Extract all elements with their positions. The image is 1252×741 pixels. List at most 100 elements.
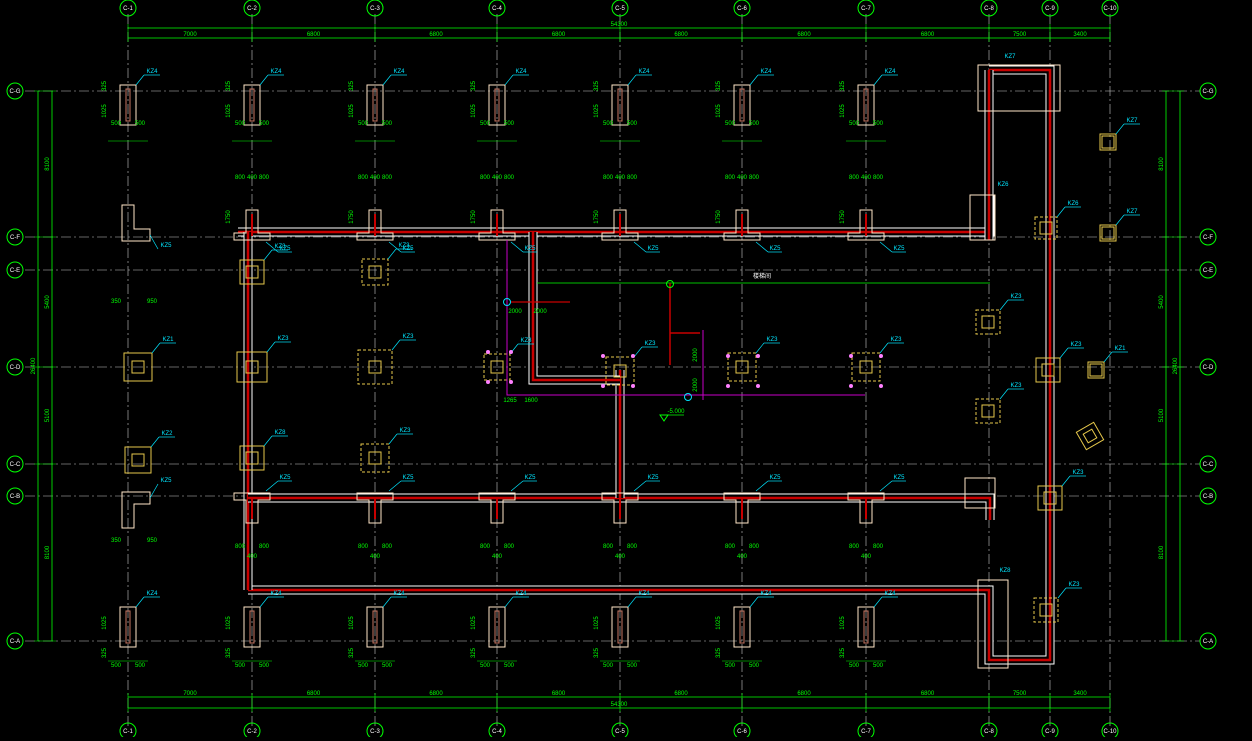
column-rebar [494, 88, 500, 122]
column-t-outline [356, 492, 394, 524]
grid-bubble-label: C-D [1203, 365, 1214, 371]
column-label-kz4: KZ4 [146, 69, 158, 75]
dimension-text: 500 [382, 121, 393, 127]
dimension-text: 5400 [45, 295, 51, 309]
dimension-text: 500 [725, 663, 736, 669]
grid-bubble-row [6, 487, 24, 505]
dimension-text: 500 [259, 121, 270, 127]
footing-outline [605, 356, 635, 386]
label-leader [1061, 475, 1071, 487]
column-label-kz8: KZ8 [274, 430, 286, 436]
dimension-text: 800 [603, 544, 614, 550]
pile-marker [849, 384, 853, 388]
column-rebar [863, 88, 869, 122]
dimension-text: 1750 [716, 210, 722, 224]
label-leader [149, 483, 159, 499]
dimension-text: 1025 [226, 616, 232, 630]
column-label-kz3: KZ3 [398, 243, 410, 249]
footing-column [131, 360, 145, 374]
dimension-text: 1025 [349, 616, 355, 630]
label-leader [873, 74, 883, 86]
column-rebar [494, 610, 500, 644]
label-leader [627, 596, 637, 608]
column-label-kz3: KZ3 [1072, 470, 1084, 476]
footing-column [368, 451, 382, 465]
footing-column [1101, 135, 1115, 149]
dimension-text: 1025 [840, 104, 846, 118]
footing-outline [124, 446, 152, 474]
dimension-text: 400 [737, 554, 748, 560]
column-label-kz4: KZ4 [638, 591, 650, 597]
label-leader [510, 241, 524, 253]
grid-bubble-row [6, 228, 24, 246]
label-leader [1059, 347, 1069, 359]
dimension-text: 400 [861, 175, 872, 181]
dimension-text: 6800 [429, 691, 443, 697]
column-rebar [372, 88, 378, 122]
grid-bubble-column [733, 0, 751, 17]
column-label-kz1: KZ1 [1114, 346, 1126, 352]
grid-bubble-column [366, 0, 384, 17]
dimension-text: 2000 [693, 348, 699, 362]
dimension-text: 6800 [552, 691, 566, 697]
dimension-text: 800 [358, 175, 369, 181]
pile-marker [601, 354, 605, 358]
column-t-outline [723, 492, 761, 524]
dimension-text: 500 [749, 121, 760, 127]
dimension-text: 1025 [349, 104, 355, 118]
dimension-text: 500 [382, 663, 393, 669]
dimension-text: 800 [235, 544, 246, 550]
column-label-kz4: KZ4 [515, 69, 527, 75]
marker-circle [684, 393, 692, 401]
label-leader [633, 346, 643, 358]
grid-bubble-row [6, 455, 24, 473]
dimension-text: 500 [135, 663, 146, 669]
column-label-kz3: KZ3 [1010, 294, 1022, 300]
dimension-text: 8100 [45, 545, 51, 559]
column-label-kz7: KZ7 [1004, 54, 1016, 60]
label-leader [755, 480, 769, 492]
column-corner-outline [977, 579, 1009, 669]
dimension-text: 500 [111, 663, 122, 669]
dimension-text: 5100 [45, 408, 51, 422]
label-leader [755, 342, 765, 354]
dimension-text: 8100 [45, 157, 51, 171]
dimension-text: 500 [235, 121, 246, 127]
dimension-text: 800 [849, 175, 860, 181]
dimension-text: 6800 [307, 32, 321, 38]
grid-bubble-row [6, 358, 24, 376]
footing-outline [239, 259, 265, 285]
label-leader [382, 596, 392, 608]
column-rebar [249, 610, 255, 644]
dimension-text: 500 [504, 121, 515, 127]
dimension-text: 8100 [1159, 157, 1165, 171]
column-rebar [249, 88, 255, 122]
column-t-outline [233, 209, 271, 241]
grid-bubble-label: C-B [1203, 494, 1213, 500]
column-t-outline [847, 209, 885, 241]
dimension-text: 6800 [797, 691, 811, 697]
dimension-text: 2000 [533, 309, 547, 315]
footing-column [1041, 363, 1055, 377]
label-leader [150, 436, 160, 448]
beam-core-gap [529, 232, 620, 384]
label-leader [135, 74, 145, 86]
dimension-text: 800 [873, 544, 884, 550]
dimension-text: 500 [603, 663, 614, 669]
grid-bubble-column [488, 0, 506, 17]
footing-column [245, 265, 259, 279]
dimension-text: 500 [259, 663, 270, 669]
dimension-text: 6800 [429, 32, 443, 38]
column-label-kz3: KZ3 [1070, 342, 1082, 348]
column-label-kz5: KZ5 [647, 475, 659, 481]
dimension-total-text: 54300 [611, 22, 628, 28]
dimension-text: 325 [716, 647, 722, 658]
dimension-text: 500 [627, 121, 638, 127]
label-leader [879, 480, 893, 492]
pile-marker [726, 384, 730, 388]
dimension-text: 1025 [594, 104, 600, 118]
column-label-kz5: KZ5 [524, 246, 536, 252]
column-outline [733, 84, 751, 126]
column-outline [488, 84, 506, 126]
